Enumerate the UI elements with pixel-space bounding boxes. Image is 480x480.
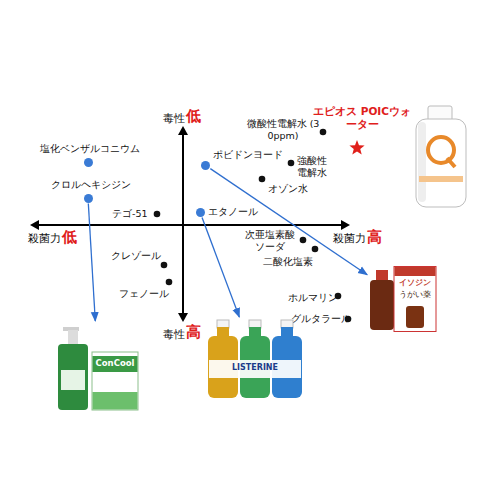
axis-arrowhead: [30, 220, 39, 230]
box: [394, 267, 436, 332]
red-star: [349, 140, 364, 155]
axis-arrowhead: [341, 220, 350, 230]
box-band: [395, 267, 436, 276]
bottle-band: [419, 176, 463, 182]
bottle: [58, 344, 88, 410]
axis-or-point-label: フェノール: [119, 288, 169, 300]
axis-or-point-label: 毒性: [163, 112, 185, 126]
substance-dot: 塩化ベンザルコニウム: [84, 158, 93, 167]
product-picture: ConCool: [56, 322, 140, 412]
axis-or-point-label: クレゾール: [111, 250, 161, 262]
box-band: [93, 356, 138, 372]
substance-dot: ポビドンヨード: [201, 161, 210, 170]
axis-or-point-label: 高: [367, 228, 382, 247]
product-picture: LISTERINE: [206, 318, 304, 400]
data-dot: [259, 176, 266, 183]
product-label: イソジン: [394, 278, 436, 288]
poic-bottle: [416, 106, 466, 207]
axis-or-point-label: 微酸性電解水 (30ppm): [246, 118, 320, 142]
data-dot: [154, 211, 161, 218]
bottles: [208, 320, 302, 398]
axis-or-point-label: テゴ-51: [112, 208, 148, 220]
substance-label: エタノール: [208, 206, 258, 218]
product-illustration: [206, 318, 304, 400]
box: [92, 352, 138, 410]
axis-arrowhead: [178, 313, 188, 322]
axis-or-point-label: ホルマリン: [288, 292, 338, 304]
axis-or-point-label: 強酸性電解水: [297, 155, 331, 179]
axis-or-point-label: グルタラール: [291, 313, 351, 325]
product-label: うがい薬: [394, 290, 436, 300]
bottle: [370, 280, 394, 330]
box-picture: [406, 306, 424, 328]
axis-or-point-label: 低: [62, 228, 77, 247]
leader-arrow: [210, 169, 367, 275]
axis-arrowhead: [178, 126, 188, 135]
box-band: [93, 392, 138, 410]
data-dots: [154, 129, 352, 323]
axis-or-point-label: 殺菌力: [28, 232, 61, 246]
axis-or-point-label: 殺菌力: [333, 232, 366, 246]
data-dot: [312, 246, 319, 253]
data-dot: [300, 237, 307, 244]
axis-or-point-label: 二酸化塩素: [263, 256, 313, 268]
data-dot: [166, 279, 173, 286]
bottle-body: [416, 119, 466, 207]
x-axis: [36, 224, 344, 226]
product-label: ConCool: [92, 358, 138, 369]
substance-dot: エタノール: [196, 208, 205, 217]
substance-label: クロルヘキシジン: [51, 179, 131, 191]
substance-dot: クロルヘキシジン: [84, 194, 93, 203]
leader-arrow: [88, 203, 95, 321]
axis-or-point-label: エピオス POICウォーター: [312, 105, 412, 131]
bottle-label: [61, 370, 85, 390]
bottle-shade: [418, 122, 426, 202]
data-dot: [161, 262, 168, 269]
axis-or-point-label: 次亜塩素酸ソーダ: [242, 229, 298, 253]
pump: [68, 330, 78, 345]
leader-arrow: [202, 217, 239, 317]
data-dot: [320, 129, 327, 136]
y-axis: [182, 132, 184, 316]
axis-or-point-label: 毒性: [163, 328, 185, 342]
axis-or-point-label: 低: [186, 107, 201, 126]
data-dot: [288, 160, 295, 167]
axis-or-point-label: オゾン水: [268, 183, 308, 195]
substance-label: 塩化ベンザルコニウム: [40, 143, 140, 155]
product-label: LISTERINE: [208, 363, 302, 373]
axis-or-point-label: 高: [186, 323, 201, 342]
bottle-logo: [447, 158, 455, 167]
product-picture: イソジンうがい薬: [368, 266, 438, 332]
substance-label: ポビドンヨード: [213, 149, 283, 161]
